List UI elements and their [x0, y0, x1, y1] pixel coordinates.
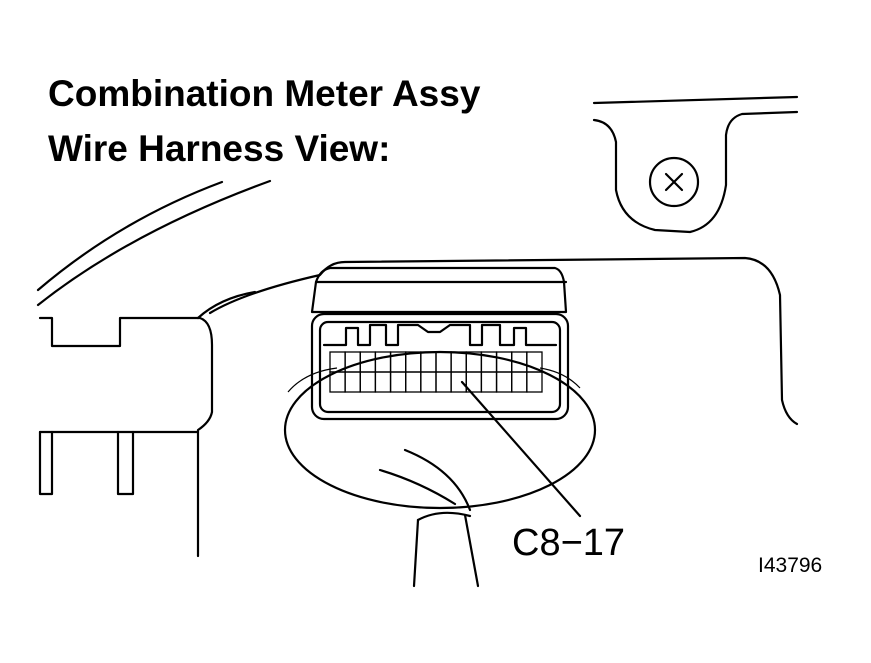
mounting-bracket [592, 95, 799, 234]
meter-housing-outline [36, 179, 272, 558]
screw-icon [648, 156, 700, 208]
connector-pin-cell [435, 351, 452, 373]
connector-pin-cell [344, 371, 361, 393]
connector-pin-cell [480, 371, 498, 393]
connector-pin-cell [389, 371, 407, 393]
panel-outline [208, 256, 799, 426]
connector-callout-label: C8−17 [512, 522, 625, 564]
connector-pin-cell [374, 351, 392, 373]
connector-pin-cell [405, 371, 422, 393]
connector-pin-cell [344, 351, 361, 373]
connector-pin-cell [511, 371, 528, 393]
connector-pin-cell [450, 351, 467, 373]
leader-left-pin [287, 367, 338, 393]
leader-right-pin [539, 367, 581, 389]
connector-pin-cell [374, 371, 392, 393]
connector-pin-cell [495, 351, 513, 373]
connector-pin-cell [420, 371, 437, 393]
connector-c8 [310, 266, 570, 421]
figure-id: I43796 [758, 554, 822, 577]
wire-bundle [378, 448, 480, 588]
title-line-2: Wire Harness View: [48, 128, 390, 169]
connector-pin-cell [526, 371, 543, 393]
leader-c8-17 [460, 380, 582, 518]
connector-pin-cell [435, 371, 452, 393]
harness-boundary [283, 350, 597, 510]
connector-pin-cell [420, 351, 437, 373]
connector-pin-cell [405, 351, 422, 373]
connector-pin-cell [359, 371, 377, 393]
callout-leaders [287, 367, 582, 518]
connector-pin-cell [495, 371, 513, 393]
connector-pin-grid [329, 351, 543, 393]
connector-pin-cell [450, 371, 467, 393]
title-line-1: Combination Meter Assy [48, 73, 481, 114]
